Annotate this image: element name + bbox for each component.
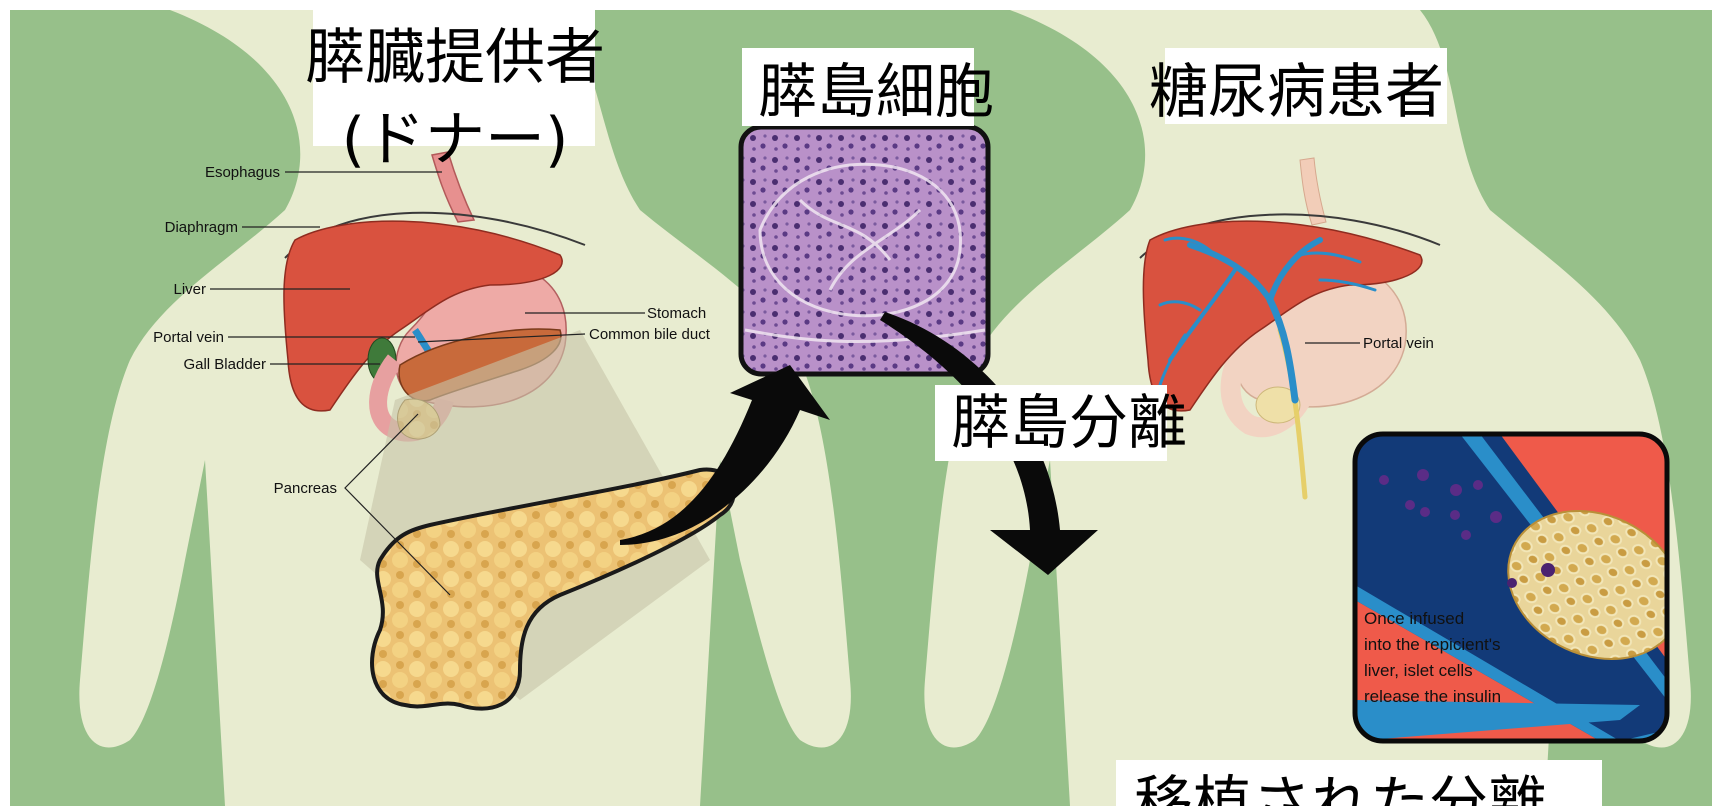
- donor-title-box: 膵臓提供者 (ドナー): [313, 10, 595, 146]
- islet-isolation-label-text: 膵島分離: [951, 393, 1187, 452]
- label-stomach: Stomach: [647, 305, 706, 322]
- label-pancreas: Pancreas: [274, 480, 337, 497]
- label-diaphragm: Diaphragm: [165, 219, 238, 236]
- patient-label: 糖尿病患者: [1165, 48, 1447, 124]
- label-liver: Liver: [173, 281, 206, 298]
- inset-caption-line-3: liver, islet cells: [1364, 661, 1473, 680]
- patient-label-text: 糖尿病患者: [1149, 62, 1444, 121]
- inset-caption-line-2: into the repicient's: [1364, 635, 1501, 654]
- islet-histology-image: [741, 127, 988, 374]
- label-gall-bladder: Gall Bladder: [183, 356, 266, 373]
- islet-cells-label: 膵島細胞: [742, 48, 974, 126]
- islet-isolation-label: 膵島分離: [935, 385, 1167, 461]
- donor-title-line-1: 膵臓提供者: [295, 28, 615, 88]
- label-common-bile-duct: Common bile duct: [589, 326, 711, 343]
- inset-vessel-image: Once infused into the repicient's liver,…: [1355, 434, 1706, 741]
- inset-caption-line-1: Once infused: [1364, 609, 1464, 628]
- label-esophagus: Esophagus: [205, 164, 280, 181]
- label-portal-vein-right: Portal vein: [1363, 335, 1434, 352]
- label-portal-vein-left: Portal vein: [153, 329, 224, 346]
- islet-cells-label-text: 膵島細胞: [758, 62, 994, 121]
- transplanted-label-text: 移植された分離: [1134, 774, 1547, 806]
- donor-title-line-2: (ドナー): [295, 110, 615, 170]
- inset-caption-line-4: release the insulin: [1364, 687, 1501, 706]
- transplanted-label: 移植された分離: [1116, 760, 1602, 806]
